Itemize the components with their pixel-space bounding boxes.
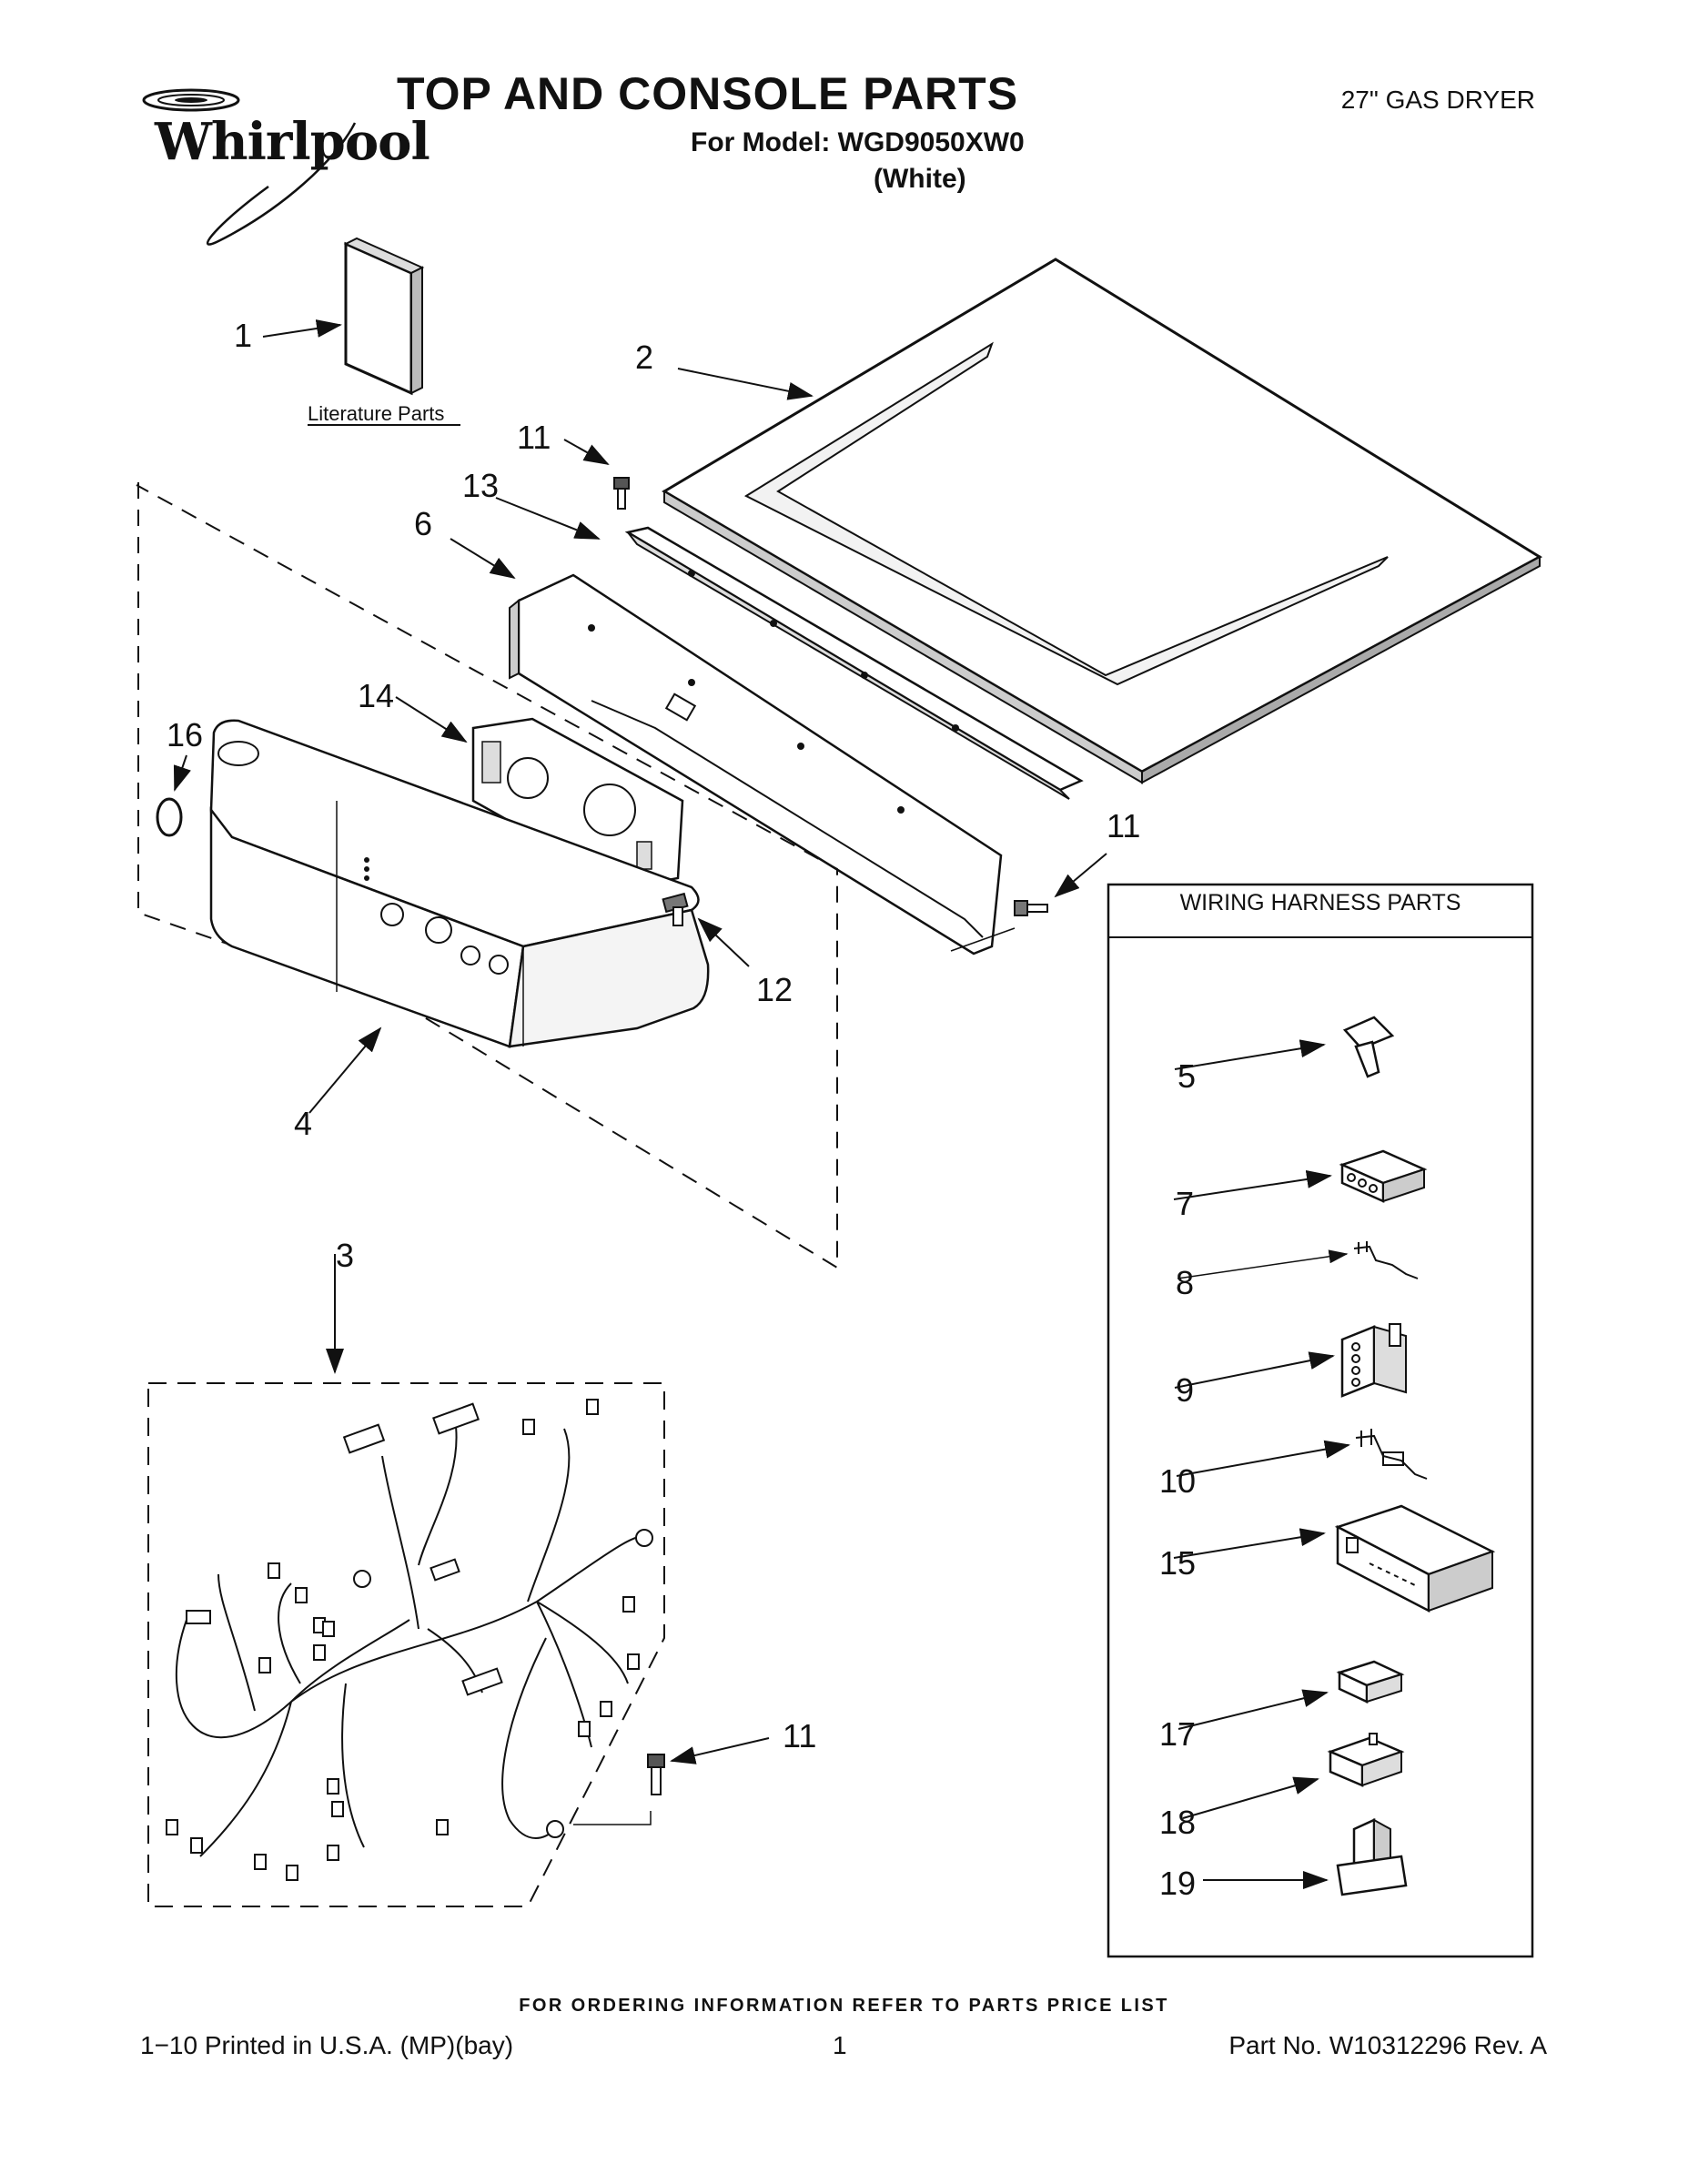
callout-7: 7 <box>1176 1185 1194 1222</box>
screw-harness <box>647 1754 665 1795</box>
callout-9: 9 <box>1176 1371 1194 1409</box>
callout-1: 1 <box>234 317 252 354</box>
callout-6: 6 <box>414 505 432 542</box>
page-title: TOP AND CONSOLE PARTS <box>396 68 1019 119</box>
screw-top <box>613 477 630 510</box>
callout-17: 17 <box>1159 1715 1196 1753</box>
callout-8: 8 <box>1176 1264 1194 1301</box>
connector-2pin <box>1336 1660 1405 1704</box>
connector-tall <box>1336 1818 1408 1896</box>
literature-parts-label: Literature Parts <box>308 402 444 425</box>
print-info: 1−10 Printed in U.S.A. (MP)(bay) <box>140 2031 514 2059</box>
wiring-harness-box <box>1107 883 1534 1958</box>
badge <box>156 797 183 837</box>
wiring-harness-box-title: WIRING HARNESS PARTS <box>1179 890 1461 915</box>
callout-15: 15 <box>1159 1544 1196 1582</box>
wiring-harness <box>175 1419 647 1857</box>
callout-11-right: 11 <box>1107 807 1140 844</box>
clip-part <box>1342 1016 1395 1078</box>
connector-housing-4 <box>1340 1323 1407 1398</box>
console-frame <box>509 573 1003 956</box>
callout-12: 12 <box>756 971 793 1008</box>
model-variant: (White) <box>874 164 966 194</box>
callout-13: 13 <box>462 467 499 504</box>
console-panel <box>209 719 710 1048</box>
callout-19: 19 <box>1159 1865 1196 1902</box>
whirlpool-logo: Whirlpool <box>127 86 430 250</box>
ordering-note: FOR ORDERING INFORMATION REFER TO PARTS … <box>519 1996 1169 2016</box>
screw-right <box>1014 900 1048 916</box>
control-board <box>471 717 684 889</box>
callout-16: 16 <box>167 716 203 753</box>
part-number: Part No. W10312296 Rev. A <box>1228 2031 1547 2059</box>
multi-pin-housing <box>1334 1504 1496 1613</box>
callout-11-harness: 11 <box>783 1717 816 1754</box>
callout-10: 10 <box>1159 1462 1196 1500</box>
top-panel <box>662 258 1543 784</box>
top-bracket <box>624 526 1084 800</box>
literature-booklet <box>343 237 425 396</box>
callout-2: 2 <box>635 339 653 376</box>
screw-console <box>662 892 689 926</box>
connector-3pin <box>1327 1733 1405 1787</box>
callout-14: 14 <box>358 677 394 714</box>
product-type: 27" GAS DRYER <box>1340 86 1535 114</box>
harness-connectors <box>166 1399 640 1881</box>
callout-5: 5 <box>1178 1057 1196 1095</box>
terminal-small <box>1353 1241 1419 1279</box>
terminal-large <box>1355 1429 1428 1480</box>
callout-3: 3 <box>336 1237 354 1274</box>
callout-11-top: 11 <box>517 419 551 456</box>
connector-housing-3 <box>1339 1149 1428 1203</box>
callout-18: 18 <box>1159 1804 1196 1841</box>
callout-4: 4 <box>294 1105 312 1142</box>
model-line: For Model: WGD9050XW0 <box>691 127 1025 157</box>
page-number: 1 <box>833 2031 847 2059</box>
brand-name: Whirlpool <box>155 112 430 172</box>
logo-swoosh-icon <box>142 88 357 246</box>
